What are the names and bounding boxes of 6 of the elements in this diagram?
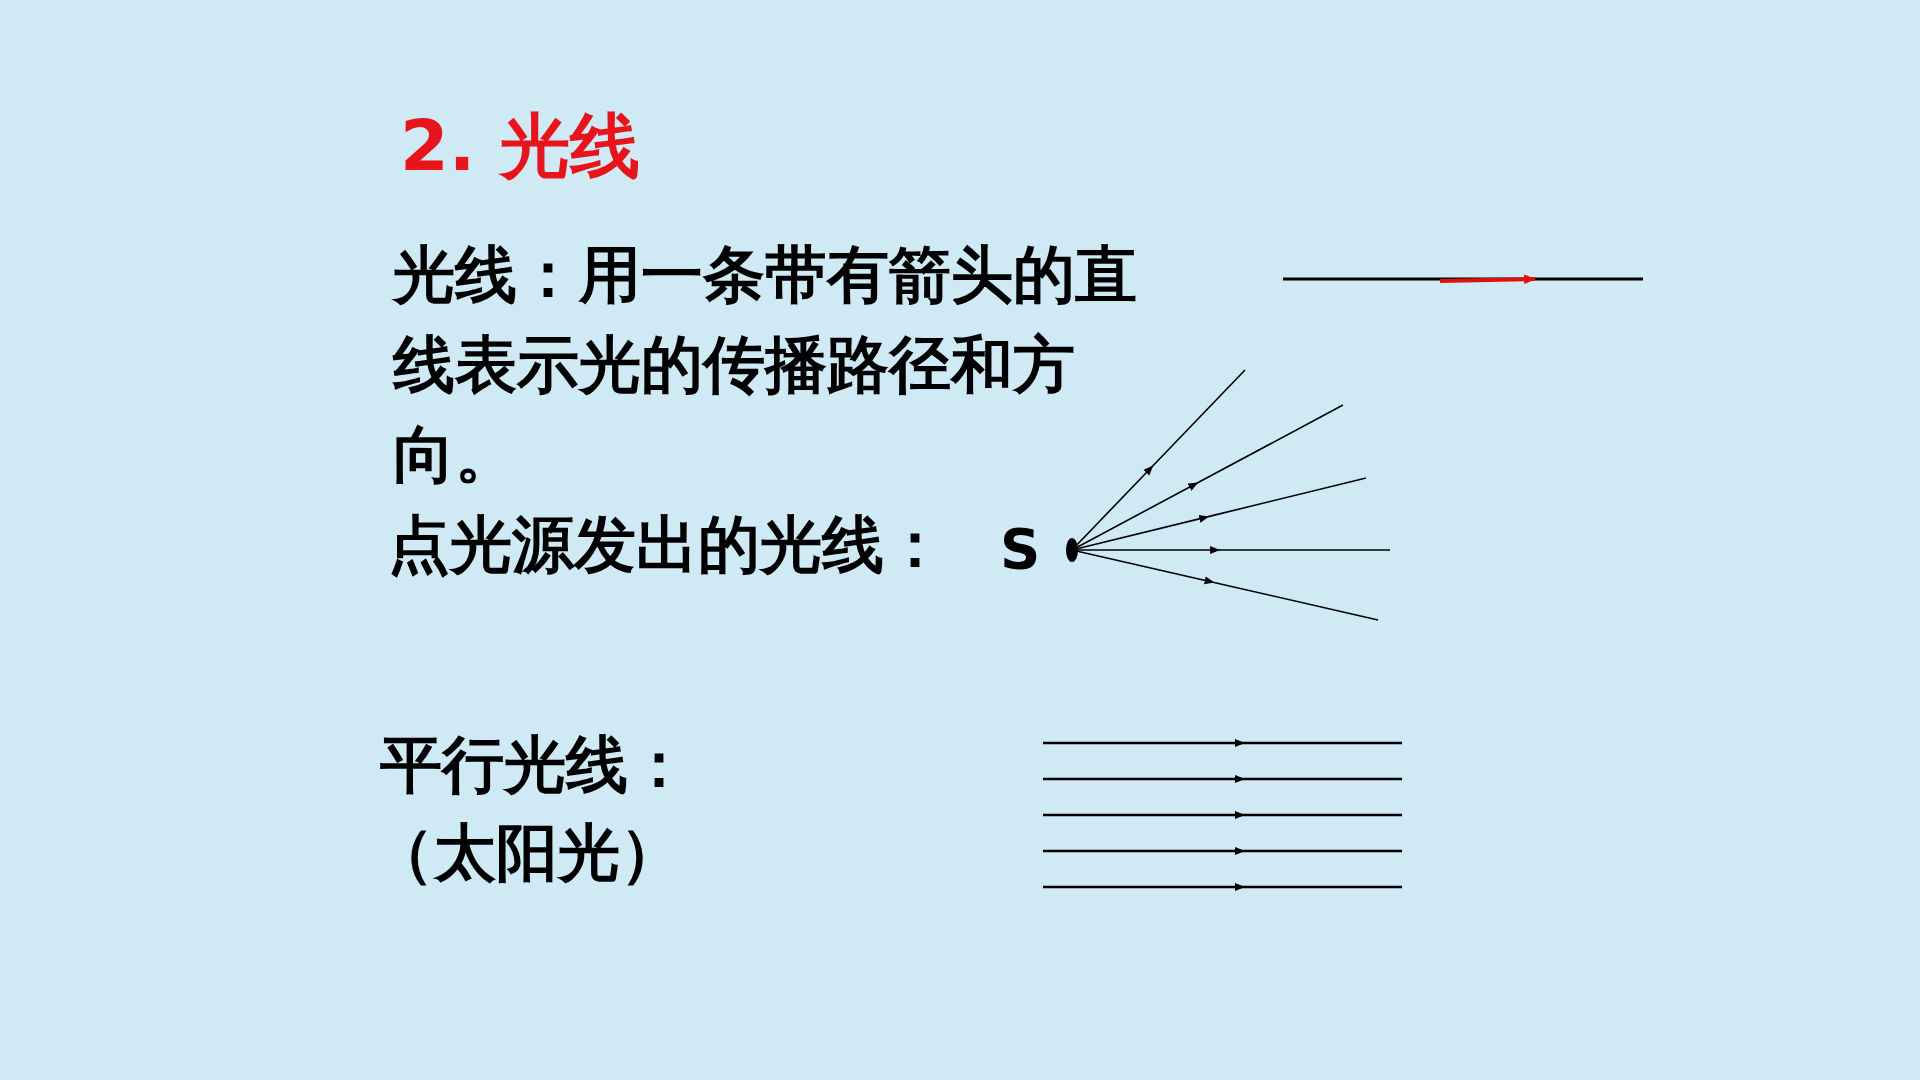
point-source-caption: 点光源发出的光线： [388,507,946,583]
source-label: S [1000,515,1041,583]
slide-title: 2. 光线 [400,104,640,189]
definition-text: 光线：用一条带有箭头的直线表示光的传播路径和方向。 [393,237,1138,493]
sunlight-note: （太阳光） [372,815,682,891]
parallel-rays-caption: 平行光线： [380,727,690,803]
